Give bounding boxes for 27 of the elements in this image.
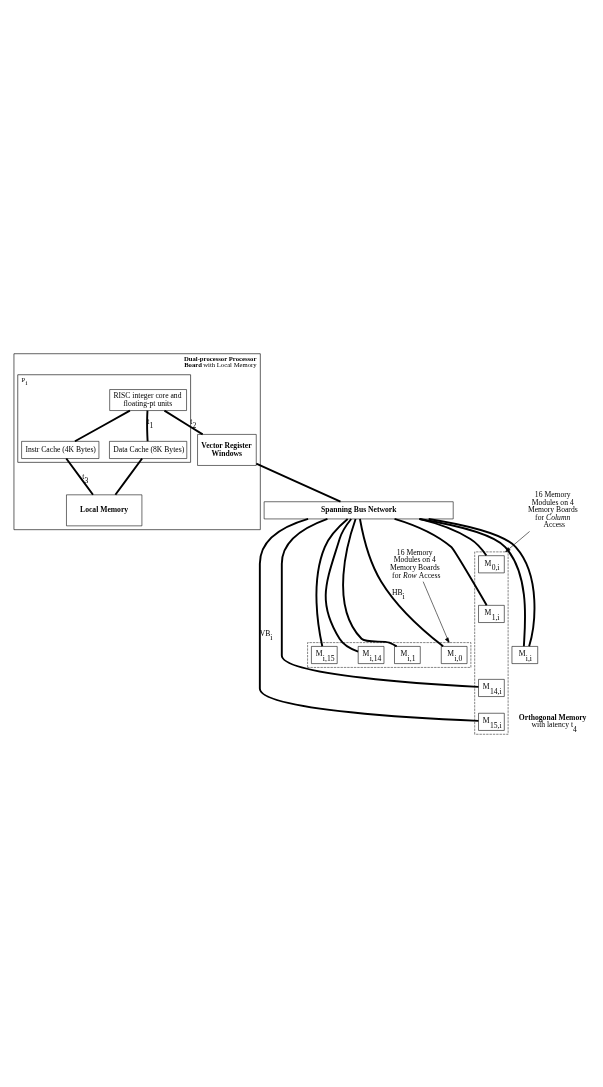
connector (393, 517, 488, 606)
node-box: Vector Register Windows (197, 433, 257, 466)
node-text: 16 Memory Modules on 4 Memory Boards for Column Access (527, 489, 578, 529)
node-box: Data Cache (8K Bytes) (109, 440, 188, 459)
connector (280, 517, 480, 688)
connector (146, 409, 149, 442)
node-box: RISC integer core and floating-pt units (109, 388, 187, 411)
cluster (307, 641, 472, 668)
connector (324, 517, 360, 652)
connector (258, 517, 480, 722)
connector (418, 517, 488, 556)
arrow (422, 580, 450, 643)
node-text: 16 Memory Modules on 4 Memory Boards for Row Access (389, 547, 441, 580)
node-box: Instr Cache (4K Bytes) (21, 440, 100, 459)
connector (163, 409, 204, 435)
node-box: Local Memory (66, 494, 143, 526)
arrow (505, 530, 530, 552)
connector (418, 517, 527, 647)
connector (342, 517, 398, 647)
connector (255, 462, 342, 503)
connector (315, 517, 349, 647)
connector (359, 517, 445, 647)
connector (74, 409, 131, 442)
connector (427, 517, 536, 647)
connector (114, 457, 144, 496)
connector (65, 457, 94, 496)
node-box: Spanning Bus Network (263, 500, 454, 519)
